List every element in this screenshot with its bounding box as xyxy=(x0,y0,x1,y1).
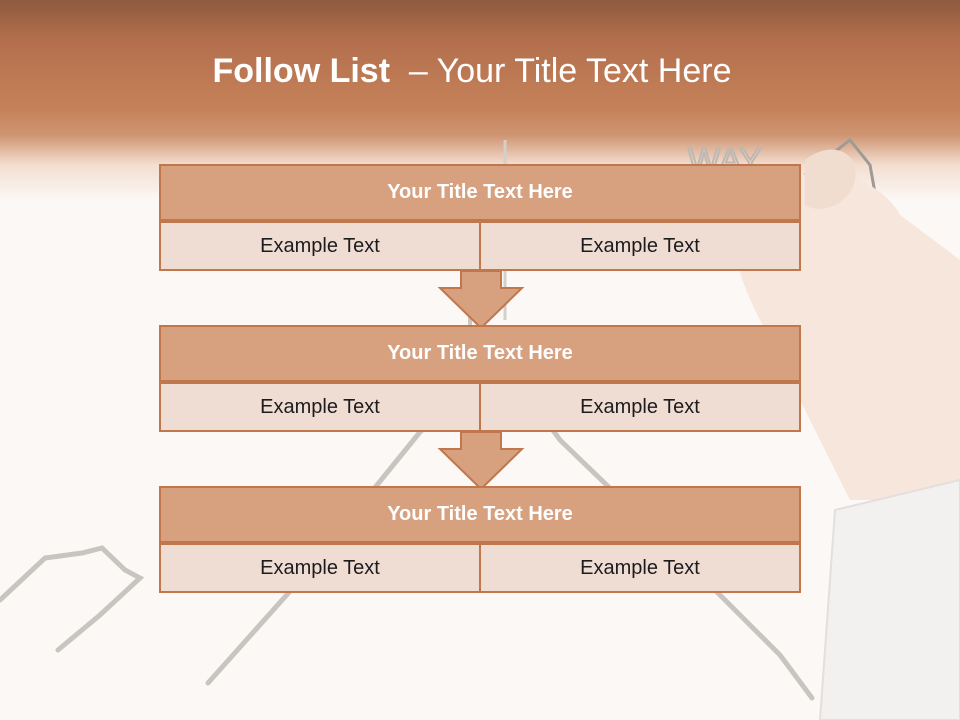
down-arrow-icon xyxy=(437,270,525,330)
title-bold: Follow List xyxy=(212,52,400,90)
item-cell-left: Example Text xyxy=(161,545,479,591)
title-rest: – Your Title Text Here xyxy=(399,52,732,90)
item-cell-right: Example Text xyxy=(481,545,799,591)
item-title: Your Title Text Here xyxy=(161,488,799,543)
item-cell-right: Example Text xyxy=(481,384,799,430)
page-title: Follow List – Your Title Text Here xyxy=(0,52,944,91)
item-cell-left: Example Text xyxy=(161,384,479,430)
list-item: Your Title Text Here Example Text Exampl… xyxy=(159,486,801,593)
down-arrow-icon xyxy=(437,431,525,491)
item-cell-right: Example Text xyxy=(481,223,799,269)
item-cell-left: Example Text xyxy=(161,223,479,269)
shirt-sleeve xyxy=(818,478,960,720)
hand-finger xyxy=(805,149,856,209)
item-title: Your Title Text Here xyxy=(161,327,799,382)
item-title: Your Title Text Here xyxy=(161,166,799,221)
list-item: Your Title Text Here Example Text Exampl… xyxy=(159,325,801,432)
sketch-mountain-left xyxy=(0,545,145,653)
list-item: Your Title Text Here Example Text Exampl… xyxy=(159,164,801,271)
